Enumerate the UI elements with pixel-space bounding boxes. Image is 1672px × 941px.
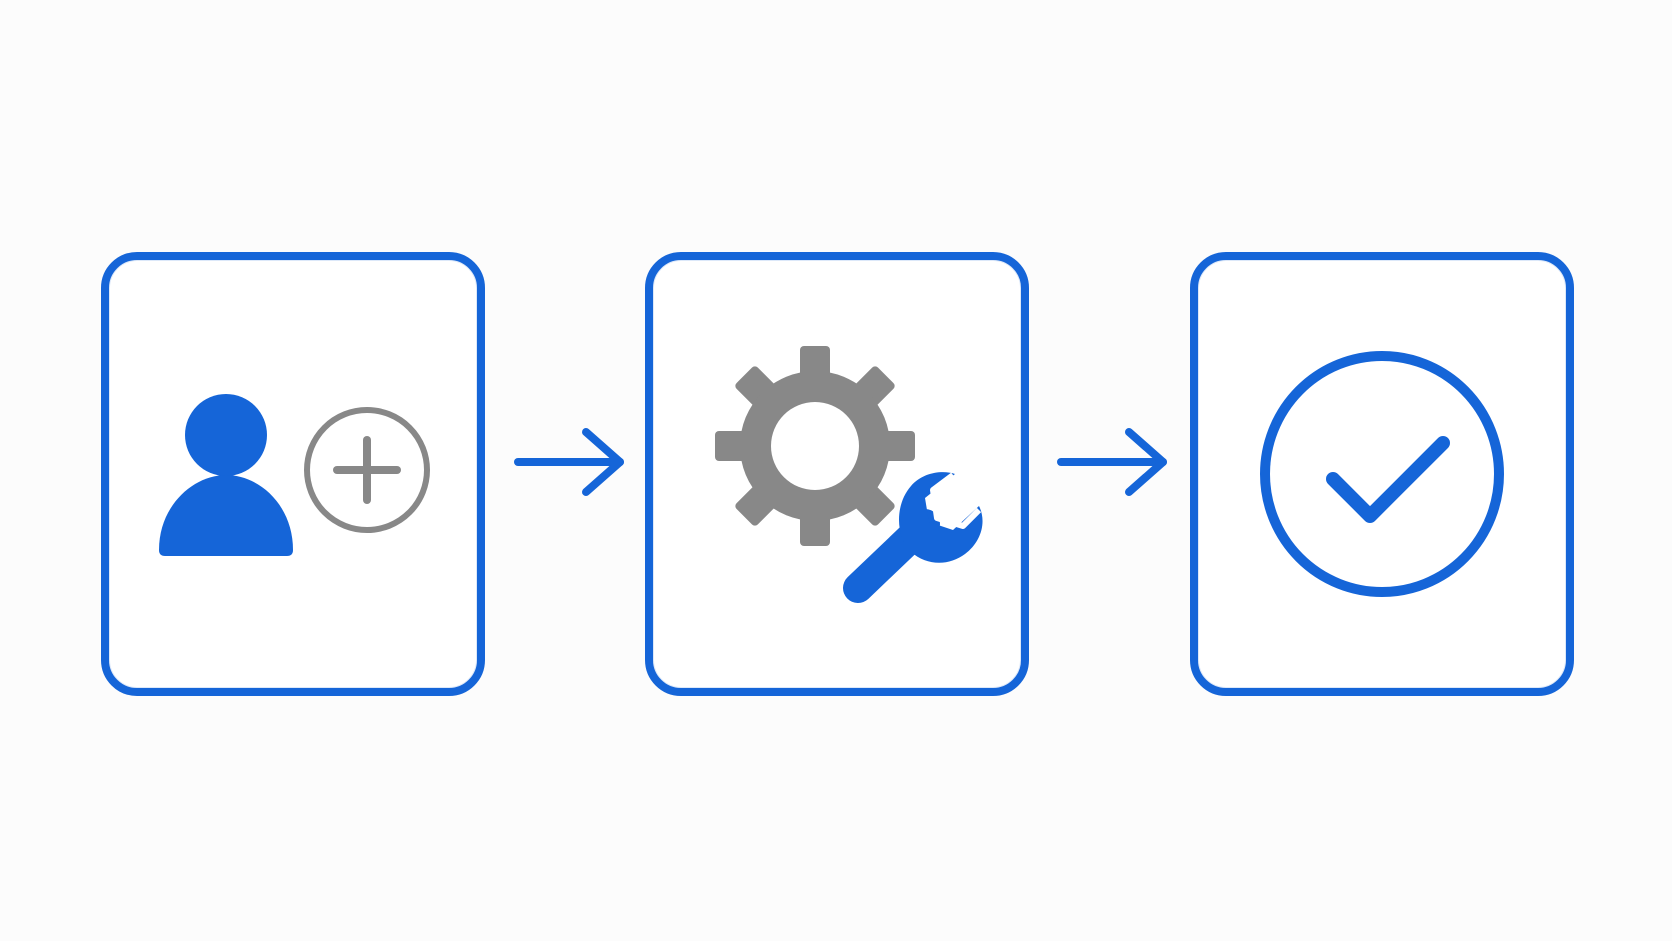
gear-wrench-icon xyxy=(715,346,983,603)
check-circle xyxy=(1260,351,1504,597)
step-configure xyxy=(645,252,1029,696)
wrench-icon xyxy=(843,472,983,603)
add-user-icon xyxy=(159,394,430,556)
person-head xyxy=(185,394,267,476)
plus-circle-icon xyxy=(304,407,430,533)
step-add-user xyxy=(101,252,485,696)
step-complete xyxy=(1190,252,1574,696)
arrow-right-icon xyxy=(1057,428,1167,496)
gear-icon xyxy=(715,346,915,546)
arrow-right-icon xyxy=(514,428,624,496)
checkmark xyxy=(1326,436,1450,523)
person-body xyxy=(159,475,293,556)
check-circle-icon xyxy=(1260,351,1504,597)
